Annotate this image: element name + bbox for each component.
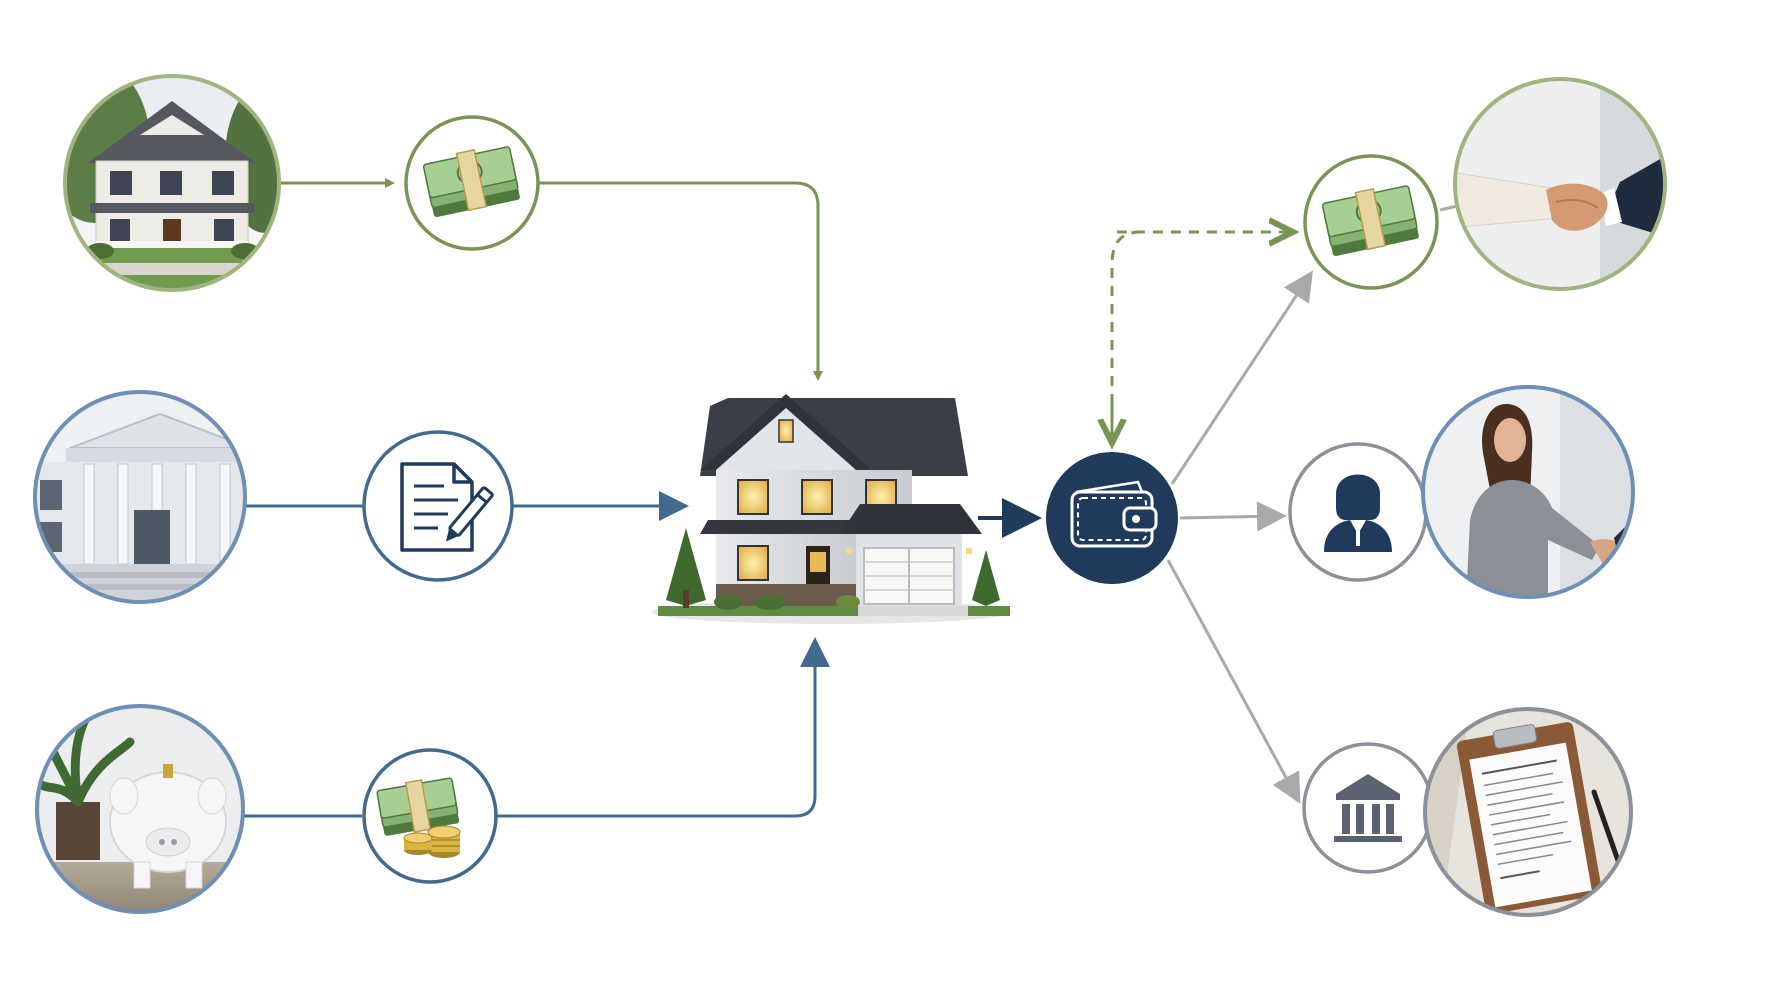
signed-document-icon bbox=[364, 432, 512, 580]
arrow-wallet-to-cash-proceeds bbox=[1172, 278, 1308, 484]
arrow-wallet-to-bank bbox=[1168, 560, 1296, 796]
dollar-bills-icon bbox=[406, 117, 538, 249]
wallet-icon bbox=[1046, 452, 1178, 584]
arrow-wallet-to-agent bbox=[1180, 516, 1278, 518]
handshake-photo bbox=[1450, 72, 1676, 292]
bank-building-photo bbox=[30, 390, 260, 610]
piggy-bank-photo bbox=[30, 702, 250, 922]
existing-home-photo bbox=[40, 63, 305, 298]
clipboard-contract-photo bbox=[1420, 706, 1640, 926]
agent-person-icon bbox=[1290, 444, 1426, 580]
arrow-cash-to-house bbox=[538, 183, 818, 378]
house-icon bbox=[652, 394, 1012, 624]
agent-handshake-photo bbox=[1420, 382, 1640, 602]
arrow-savings-to-house bbox=[497, 646, 815, 816]
cash-proceeds-icon bbox=[1305, 156, 1437, 288]
cash-and-coins-icon bbox=[364, 750, 496, 882]
dashed-line-hub-up bbox=[1112, 232, 1140, 440]
bank-icon bbox=[1304, 744, 1432, 872]
